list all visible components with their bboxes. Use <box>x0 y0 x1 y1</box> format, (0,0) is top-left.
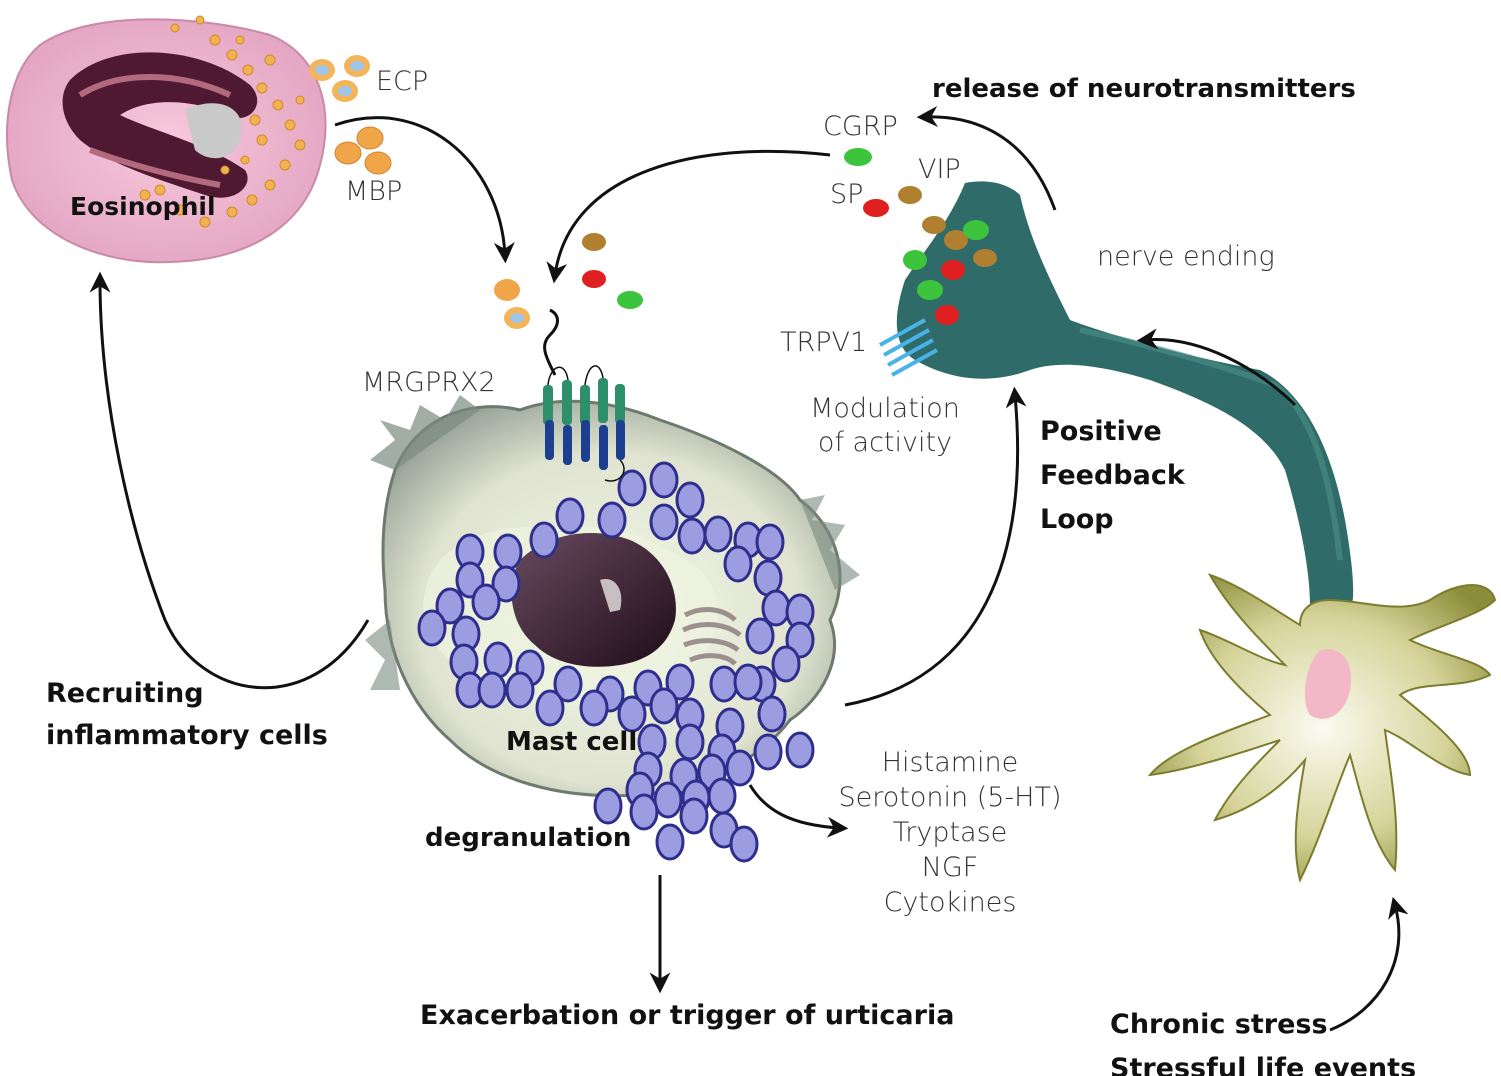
sp-label: SP <box>830 179 864 210</box>
mast-granule <box>677 517 707 555</box>
mast-granule <box>771 645 801 683</box>
stress-line: Chronic stress <box>1110 1009 1328 1040</box>
mast-granule <box>555 497 585 535</box>
nerve-neuropeptides <box>844 148 997 325</box>
mast-granule <box>649 687 679 725</box>
mast-granule <box>471 583 501 621</box>
feedback-line: Loop <box>1040 504 1114 535</box>
eosinophil-label: Eosinophil <box>70 192 216 221</box>
mast-granule <box>553 665 583 703</box>
trpv1-channel <box>879 318 938 377</box>
mrgprx2-label: MRGPRX2 <box>362 367 496 398</box>
neuron <box>1147 573 1497 883</box>
positive-feedback-label: Positive Feedback Loop <box>1040 410 1185 542</box>
mast-granule <box>665 663 695 701</box>
degranulation-label: degranulation <box>425 823 632 853</box>
mast-granule <box>745 617 775 655</box>
mast-granule <box>649 461 679 499</box>
mast-granule <box>617 695 647 733</box>
mast-cell-label: Mast cell <box>506 727 638 757</box>
mast-granule <box>491 565 521 603</box>
mast-cell-granules <box>417 461 815 863</box>
mast-granule <box>785 731 815 769</box>
mediator-item: Histamine <box>881 747 1019 778</box>
mast-granule <box>435 587 465 625</box>
mast-granule <box>755 523 785 561</box>
mast-granule <box>709 665 739 703</box>
mast-granule <box>707 777 737 815</box>
mast-granule <box>535 689 565 727</box>
mast-granule <box>417 609 447 647</box>
eosinophil-cell <box>6 15 327 264</box>
modulation-line: Modulation <box>810 393 960 424</box>
mast-granule <box>675 723 705 761</box>
ligand-granules <box>494 279 530 329</box>
mast-granule <box>679 797 709 835</box>
stress-label: Chronic stress Stressful life events <box>1110 1003 1416 1076</box>
mbp-label: MBP <box>345 176 403 207</box>
mediator-item: Serotonin (5-HT) <box>838 782 1062 813</box>
feedback-line: Positive <box>1040 416 1162 447</box>
mast-granule <box>579 689 609 727</box>
modulation-line: of activity <box>817 427 953 458</box>
mast-granule <box>477 671 507 709</box>
mast-granule <box>597 501 627 539</box>
mrgprx2-receptor <box>543 308 625 482</box>
mast-granule <box>753 733 783 771</box>
mast-granule <box>725 749 755 787</box>
recruiting-line: Recruiting <box>46 678 204 709</box>
vip-label: VIP <box>918 154 961 185</box>
mast-granule <box>493 533 523 571</box>
nerve-ending-label: nerve ending <box>1097 241 1275 272</box>
mast-granule <box>653 781 683 819</box>
mast-granule <box>617 469 647 507</box>
ecp-granules <box>309 55 370 102</box>
mast-granule <box>629 793 659 831</box>
mediators-list: Histamine Serotonin (5-HT) Tryptase NGF … <box>830 745 1070 920</box>
mast-granule <box>655 823 685 861</box>
arrows <box>89 106 1409 1032</box>
mast-granule <box>505 671 535 709</box>
feedback-line: Feedback <box>1040 460 1185 491</box>
stress-line: Stressful life events <box>1110 1053 1417 1076</box>
recruiting-line: inflammatory cells <box>46 720 328 751</box>
trpv1-label: TRPV1 <box>780 327 868 358</box>
release-label: release of neurotransmitters <box>932 74 1356 104</box>
mast-granule <box>757 695 787 733</box>
outcome-label: Exacerbation or trigger of urticaria <box>420 1000 955 1031</box>
mediator-item: NGF <box>921 852 979 883</box>
mediator-item: Cytokines <box>883 887 1017 918</box>
mast-granule <box>675 481 705 519</box>
modulation-label: Modulation of activity <box>800 392 970 460</box>
mast-granule <box>529 521 559 559</box>
mast-granule <box>649 503 679 541</box>
mbp-granules <box>334 126 392 175</box>
mediator-item: Tryptase <box>892 817 1008 848</box>
mast-granule <box>593 787 623 825</box>
mast-granule <box>733 663 763 701</box>
recruiting-label: Recruiting inflammatory cells <box>46 673 328 757</box>
ecp-label: ECP <box>376 66 429 97</box>
mast-granule <box>703 515 733 553</box>
cgrp-label: CGRP <box>823 111 898 142</box>
mast-granule <box>729 825 759 863</box>
mast-granule <box>723 545 753 583</box>
neuropeptides-released <box>582 233 643 309</box>
